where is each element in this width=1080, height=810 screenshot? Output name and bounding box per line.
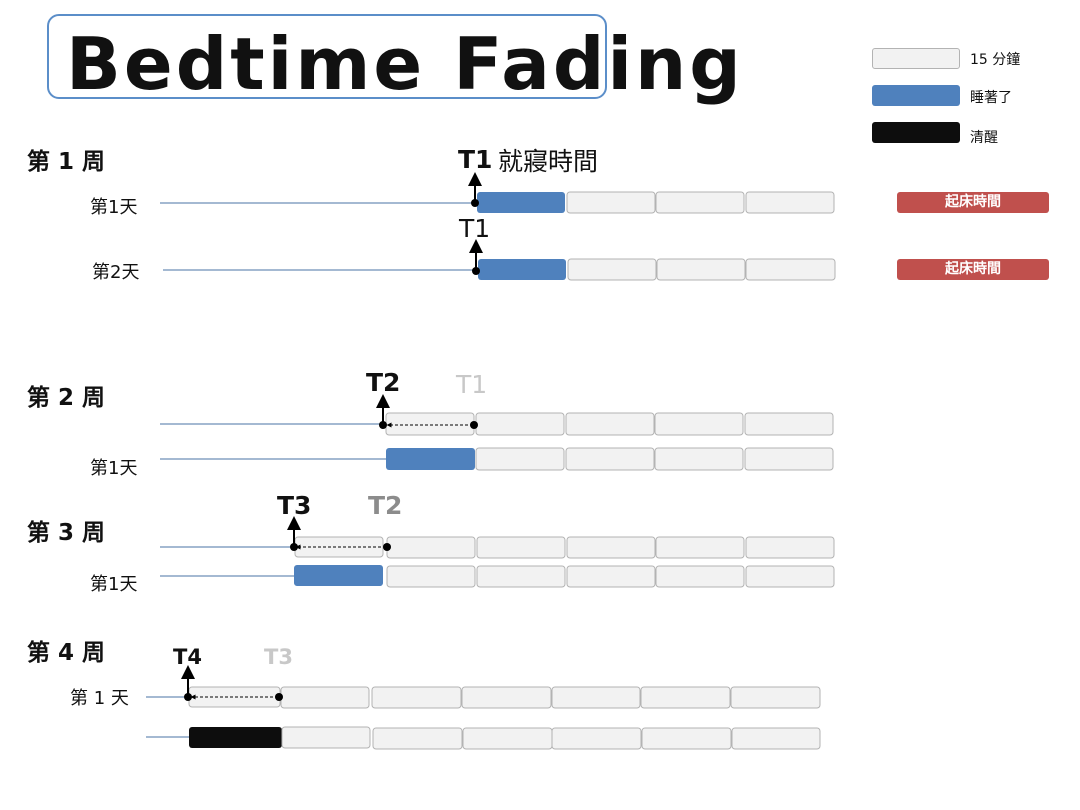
week-4-day-1-awake-block (189, 727, 282, 748)
week-4-slot (640, 686, 731, 709)
week-4-day-1-slot (551, 727, 642, 750)
week-4-day-1-slot (641, 727, 732, 750)
legend-swatch-awake (872, 122, 960, 143)
week-3-slot (386, 536, 476, 559)
week-2-old-bedtime-dot (470, 421, 478, 429)
week-1-day-1-asleep-block (477, 192, 565, 213)
week-1-day-1-slot (745, 191, 835, 214)
week-1-day-2-wake-time: 起床時間 (897, 259, 1049, 280)
legend-swatch-15min (872, 48, 960, 69)
week-3-day-1-label: 第1天 (90, 574, 138, 595)
week-3-bedtime-dot (290, 543, 298, 551)
week-1-day-1-slot (655, 191, 745, 214)
week-2-slot (565, 412, 655, 436)
week-2-day-1-label: 第1天 (90, 458, 138, 479)
week-4-slot (371, 686, 462, 709)
title-frame (47, 14, 607, 99)
legend-label-awake: 清醒 (970, 130, 998, 146)
week-1-day-1-bedtime-dot (471, 199, 479, 207)
week-4-day-1-slot (281, 726, 371, 749)
week-4-day-1-slot (731, 727, 821, 750)
week-4-slot (280, 686, 370, 709)
week-3-day-1-slot (566, 565, 656, 588)
week-3-slot (745, 536, 835, 559)
week-2-day-1-slot (565, 447, 655, 471)
week-3-old-bedtime-dot (383, 543, 391, 551)
page-title: Bedtime Fading (66, 22, 744, 106)
week-2-day-1-slot (744, 447, 834, 471)
week-1-marker-t1: T1 (458, 145, 493, 174)
week-2-day-1-slot (654, 447, 744, 471)
week-1-bedtime-label: 就寢時間 (498, 147, 599, 176)
week-2-marker-t1-faded: T1 (456, 370, 488, 399)
week-1-day-1-wake-time: 起床時間 (897, 192, 1049, 213)
week-2-day-1-asleep-block (386, 448, 475, 470)
legend-label-asleep: 睡著了 (970, 90, 1012, 106)
week-1-day-2-bedtime-dot (472, 267, 480, 275)
week-3-slot (655, 536, 745, 559)
week-2-shift-slot (385, 412, 475, 436)
week-1-day-1-label: 第1天 (90, 197, 138, 218)
week-2-slot (654, 412, 744, 436)
week-4-slot (551, 686, 641, 709)
legend-label-15min: 15 分鐘 (970, 52, 1021, 68)
week-4-day-1-label: 第 1 天 (70, 688, 129, 709)
week-1-day-2-label: 第2天 (92, 262, 140, 283)
week-3-slot (476, 536, 566, 559)
week-3-marker-t3: T3 (277, 491, 312, 520)
week-4-day-1-slot (372, 727, 463, 750)
week-3-marker-t2-faded: T2 (368, 491, 403, 520)
week-2-slot (744, 412, 834, 436)
week-4-slot (461, 686, 552, 709)
legend-swatch-asleep (872, 85, 960, 106)
week-1-day-2-slot (656, 258, 746, 281)
week-1-day-1-slot (566, 191, 656, 214)
week-3-day-1-slot (655, 565, 745, 588)
week-2-marker-t2: T2 (366, 368, 401, 397)
week-1-day-2-slot (745, 258, 836, 281)
week-4-old-bedtime-dot (275, 693, 283, 701)
week-4-slot (730, 686, 821, 709)
week-4-label: 第 4 周 (27, 640, 106, 666)
week-1-label: 第 1 周 (27, 149, 106, 175)
week-4-day-1-slot (462, 727, 553, 750)
week-3-day-1-slot (386, 565, 476, 588)
week-3-day-1-slot (476, 565, 566, 588)
week-1-day-2-slot (567, 258, 657, 281)
week-3-day-1-slot (745, 565, 835, 588)
week-1-day-2-marker-t1: T1 (459, 214, 491, 243)
week-2-day-1-slot (475, 447, 565, 471)
week-2-bedtime-dot (379, 421, 387, 429)
week-4-bedtime-dot (184, 693, 192, 701)
week-4-marker-t3-faded: T3 (264, 645, 293, 669)
week-1-day-2-asleep-block (478, 259, 566, 280)
week-3-slot (566, 536, 656, 559)
week-2-slot (475, 412, 565, 436)
week-2-label: 第 2 周 (27, 385, 106, 411)
week-3-label: 第 3 周 (27, 520, 106, 546)
week-3-day-1-asleep-block (294, 565, 383, 586)
